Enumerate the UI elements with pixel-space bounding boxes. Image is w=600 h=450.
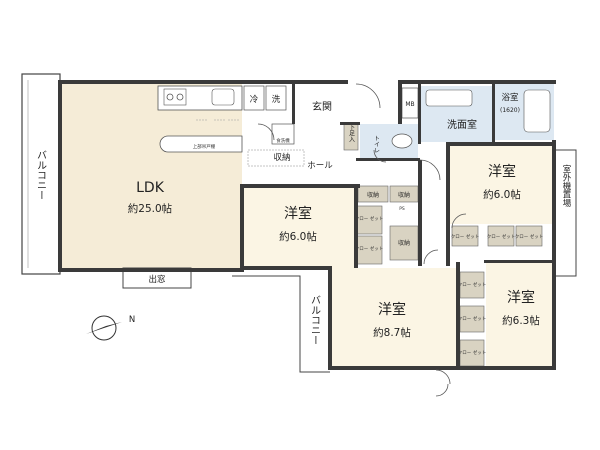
closet-h-label: クロー ゼット	[458, 349, 486, 356]
footrest-label: 下足入	[348, 124, 355, 142]
hall-label: ホール	[307, 161, 333, 171]
closet-e	[515, 225, 543, 247]
bathroom: 浴室 (1620)	[494, 84, 554, 140]
hall-storage-label: 収納	[273, 152, 290, 163]
western3-name: 洋室	[378, 301, 406, 318]
storage3-box	[389, 225, 419, 261]
ldk-floor	[60, 84, 242, 270]
western4-floor	[486, 262, 552, 366]
mb-label: MB	[405, 101, 414, 108]
closet-a-label: クロー ゼット	[355, 215, 383, 222]
western2-size: 約6.0帖	[483, 188, 521, 201]
outdoor-unit-label: 室外機置場	[561, 164, 571, 208]
closet-e-label: クロー ゼット	[515, 233, 543, 240]
ps-label: PS	[399, 206, 405, 212]
western4-name: 洋室	[507, 289, 535, 306]
toilet-icon	[391, 133, 413, 149]
western1-floor	[244, 188, 354, 268]
ldk-size: 約25.0帖	[128, 202, 173, 215]
appliance-area: 冷 洗 食洗機	[243, 85, 295, 145]
bathtub-icon	[523, 89, 551, 133]
bath-size-label: (1620)	[500, 107, 520, 114]
stove-icon	[163, 88, 187, 106]
closet-a	[355, 205, 383, 235]
bay-window-label: 出窓	[148, 274, 166, 285]
left-balcony: バルコニー	[21, 73, 61, 275]
doors	[257, 123, 467, 397]
closet-b	[355, 235, 383, 265]
middle-balcony: バルコニー	[232, 275, 330, 373]
western4-size: 約6.3帖	[502, 314, 540, 327]
western3-size: 約8.7帖	[373, 326, 411, 339]
closet-d	[487, 225, 515, 247]
fridge-label: 冷	[250, 94, 259, 105]
closet-c-label: クロー ゼット	[451, 233, 479, 240]
closet-c	[451, 225, 479, 247]
compass: N	[86, 315, 135, 341]
toilet: トイレ	[360, 124, 418, 158]
washroom-label: 洗面室	[447, 118, 477, 131]
washer-label: 洗	[272, 94, 281, 105]
closet-g-label: クロー ゼット	[458, 315, 486, 322]
walls	[58, 80, 556, 370]
balcony-left-label: バルコニー	[35, 150, 47, 200]
dishwasher-label: 食洗機	[276, 137, 290, 144]
balcony-mid-label: バルコニー	[309, 295, 321, 345]
kitchen: 上部吊戸棚	[157, 85, 243, 153]
toilet-label: トイレ	[373, 135, 380, 153]
western3-floor	[330, 268, 456, 366]
compass-north-label: N	[129, 315, 135, 325]
cabinet-label: 上部吊戸棚	[193, 143, 216, 150]
western2-name: 洋室	[488, 163, 516, 180]
ldk-name: LDK	[136, 180, 165, 196]
entrance: 玄関 下足入	[296, 83, 381, 151]
western1-size: 約6.0帖	[279, 230, 317, 243]
storage2-label: 収納	[398, 191, 410, 199]
closet-h	[459, 339, 485, 367]
western1-name: 洋室	[284, 205, 312, 222]
western2-floor	[450, 146, 552, 224]
sink-icon	[211, 88, 235, 106]
storage3-label: 収納	[398, 239, 410, 247]
outdoor-unit-area: 室外機置場	[553, 149, 577, 277]
entrance-label: 玄関	[312, 100, 332, 113]
closet-b-label: クロー ゼット	[355, 245, 383, 252]
washbasin-icon	[425, 89, 473, 107]
storage1-label: 収納	[367, 191, 379, 199]
closet-d-label: クロー ゼット	[487, 233, 515, 240]
washroom: 洗面室	[420, 86, 492, 142]
bath-label: 浴室	[501, 92, 519, 103]
closet-f-label: クロー ゼット	[458, 281, 486, 288]
